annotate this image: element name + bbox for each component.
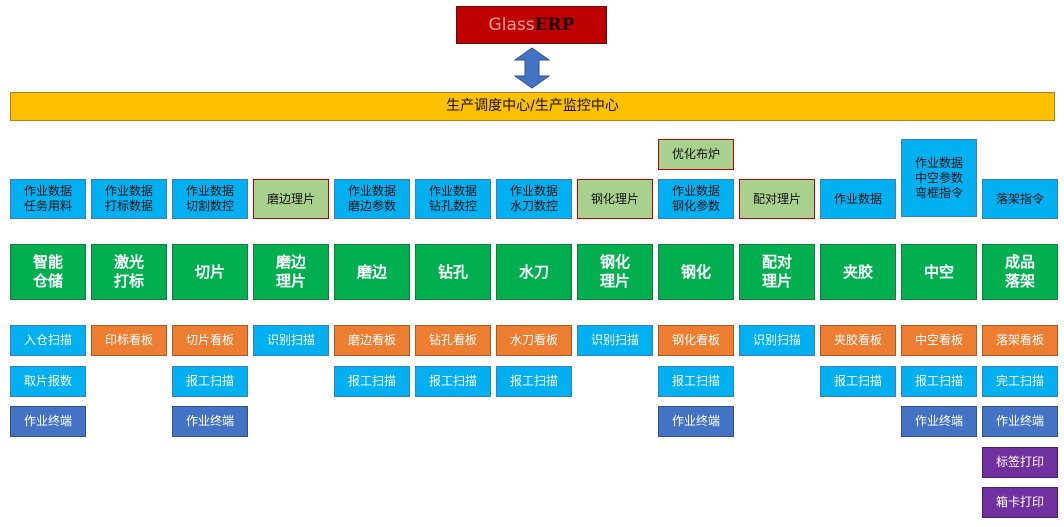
station-button-2-2[interactable]: 作业终端 <box>172 406 248 437</box>
station-button-0-2[interactable]: 作业终端 <box>10 406 86 437</box>
station-button-6-0[interactable]: 水刀看板 <box>496 325 572 356</box>
station-button-11-1[interactable]: 报工扫描 <box>901 366 977 397</box>
sort-box-3: 磨边理片 <box>253 179 329 219</box>
station-button-2-0[interactable]: 切片看板 <box>172 325 248 356</box>
data-box-0: 作业数据 任务用料 <box>10 179 86 219</box>
sort-box-7: 钢化理片 <box>577 179 653 219</box>
process-node-6[interactable]: 水刀 <box>496 244 572 300</box>
station-button-8-1[interactable]: 报工扫描 <box>658 366 734 397</box>
station-button-12-1[interactable]: 完工扫描 <box>982 366 1058 397</box>
erp-title-suffix: ERP <box>534 14 575 35</box>
process-node-11[interactable]: 中空 <box>901 244 977 300</box>
station-button-7-0[interactable]: 识别扫描 <box>577 325 653 356</box>
station-button-12-0[interactable]: 落架看板 <box>982 325 1058 356</box>
station-button-6-1[interactable]: 报工扫描 <box>496 366 572 397</box>
data-box-6: 作业数据 水刀数控 <box>496 179 572 219</box>
station-button-0-0[interactable]: 入仓扫描 <box>10 325 86 356</box>
station-button-10-1[interactable]: 报工扫描 <box>820 366 896 397</box>
station-button-9-0[interactable]: 识别扫描 <box>739 325 815 356</box>
process-node-9[interactable]: 配对 理片 <box>739 244 815 300</box>
sort-box-9: 配对理片 <box>739 179 815 219</box>
data-box-4: 作业数据 磨边参数 <box>334 179 410 219</box>
station-button-8-2[interactable]: 作业终端 <box>658 406 734 437</box>
station-button-12-3[interactable]: 标签打印 <box>982 447 1058 478</box>
data-box-10: 作业数据 <box>820 179 896 219</box>
station-button-8-0[interactable]: 钢化看板 <box>658 325 734 356</box>
station-button-11-0[interactable]: 中空看板 <box>901 325 977 356</box>
data-box-8: 作业数据 钢化参数 <box>658 179 734 219</box>
station-button-2-1[interactable]: 报工扫描 <box>172 366 248 397</box>
control-center-banner: 生产调度中心/生产监控中心 <box>10 92 1055 121</box>
data-box-5: 作业数据 钻孔数控 <box>415 179 491 219</box>
station-button-4-0[interactable]: 磨边看板 <box>334 325 410 356</box>
process-node-1[interactable]: 激光 打标 <box>91 244 167 300</box>
process-node-4[interactable]: 磨边 <box>334 244 410 300</box>
station-button-12-4[interactable]: 箱卡打印 <box>982 487 1058 518</box>
process-node-7[interactable]: 钢化 理片 <box>577 244 653 300</box>
process-node-8[interactable]: 钢化 <box>658 244 734 300</box>
process-node-0[interactable]: 智能 仓储 <box>10 244 86 300</box>
hollow-data-box: 作业数据 中空参数 弯框指令 <box>901 139 977 217</box>
station-button-4-1[interactable]: 报工扫描 <box>334 366 410 397</box>
bidirectional-arrow-icon <box>514 47 550 89</box>
erp-title-prefix: Glass <box>488 14 535 35</box>
process-node-5[interactable]: 钻孔 <box>415 244 491 300</box>
optimize-furnace-box: 优化布炉 <box>658 139 734 170</box>
data-box-1: 作业数据 打标数据 <box>91 179 167 219</box>
process-node-2[interactable]: 切片 <box>172 244 248 300</box>
process-node-10[interactable]: 夹胶 <box>820 244 896 300</box>
data-box-2: 作业数据 切割数控 <box>172 179 248 219</box>
station-button-1-0[interactable]: 印标看板 <box>91 325 167 356</box>
station-button-5-0[interactable]: 钻孔看板 <box>415 325 491 356</box>
station-button-5-1[interactable]: 报工扫描 <box>415 366 491 397</box>
station-button-10-0[interactable]: 夹胶看板 <box>820 325 896 356</box>
process-node-3[interactable]: 磨边 理片 <box>253 244 329 300</box>
station-button-11-2[interactable]: 作业终端 <box>901 406 977 437</box>
station-button-0-1[interactable]: 取片报数 <box>10 366 86 397</box>
data-box-12: 落架指令 <box>982 179 1058 219</box>
station-button-12-2[interactable]: 作业终端 <box>982 406 1058 437</box>
station-button-3-0[interactable]: 识别扫描 <box>253 325 329 356</box>
process-node-12[interactable]: 成品 落架 <box>982 244 1058 300</box>
